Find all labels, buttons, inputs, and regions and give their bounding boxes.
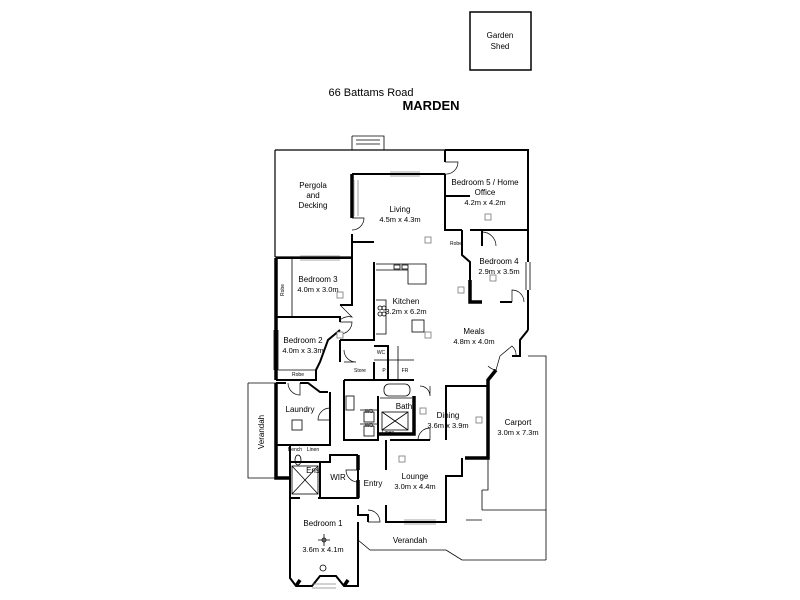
pergola-area — [274, 135, 445, 258]
bedroom3-dim: 4.0m x 3.0m — [297, 285, 338, 294]
bedroom2-label: Bedroom 2 — [283, 336, 323, 345]
dining-dim: 3.6m x 3.9m — [427, 421, 468, 430]
lounge-dim: 3.0m x 4.4m — [394, 482, 435, 491]
garden-shed-label-2: Shed — [491, 42, 510, 51]
ens-label: Ens — [306, 466, 320, 475]
garden-shed-label-1: Garden — [487, 31, 514, 40]
pantry-label: P — [382, 368, 386, 374]
windows — [300, 171, 436, 589]
entry-label: Entry — [364, 479, 383, 488]
living-label: Living — [390, 205, 411, 214]
street-address: 66 Battams Road — [329, 87, 414, 99]
carport-label: Carport — [505, 418, 532, 427]
wc-label: WC — [377, 350, 386, 356]
kitchen-fittings — [291, 263, 427, 495]
dining-label: Dining — [437, 411, 460, 420]
bedroom4-label: Bedroom 4 — [479, 257, 519, 266]
bedroom3-label: Bedroom 3 — [298, 275, 338, 284]
bench-label: Bench — [288, 447, 302, 453]
garden-shed: Garden Shed — [469, 11, 532, 71]
wir-label: WIR — [330, 473, 346, 482]
bedroom2-dim: 4.0m x 3.3m — [282, 346, 323, 355]
pergola-label-1: Pergola — [299, 181, 327, 190]
robe-b4-label: Robe — [450, 241, 462, 247]
bedroom1-label: Bedroom 1 — [303, 519, 343, 528]
store-label: Store — [354, 368, 366, 374]
bedroom4-dim: 2.9m x 3.5m — [478, 267, 519, 276]
bedroom5-label-1: Bedroom 5 / Home — [451, 178, 519, 187]
exterior-walls — [247, 149, 547, 587]
bedroom1-dim: 3.6m x 4.1m — [302, 545, 343, 554]
linen-bath-label: Linen — [382, 430, 394, 436]
verandah-side-label: Verandah — [257, 415, 266, 449]
doors — [287, 161, 525, 523]
meals-label: Meals — [463, 327, 484, 336]
laundry-label: Laundry — [286, 405, 315, 414]
lounge-label: Lounge — [402, 472, 429, 481]
room-labels: Pergola and Decking Living 4.5m x 4.3m B… — [257, 178, 539, 554]
meals-dim: 4.8m x 4.0m — [453, 337, 494, 346]
light-markers — [318, 213, 497, 572]
living-dim: 4.5m x 4.3m — [379, 215, 420, 224]
robe-b3-label: Robe — [280, 284, 286, 296]
pergola-label-3: Decking — [299, 201, 328, 210]
bath-label: Bath — [396, 402, 412, 411]
fridge-label: FR — [402, 368, 409, 374]
bedroom5-dim: 4.2m x 4.2m — [464, 198, 505, 207]
bedroom5-label-2: Office — [475, 188, 496, 197]
carport-dim: 3.0m x 7.3m — [497, 428, 538, 437]
wo-label-1: WO — [365, 409, 374, 415]
kitchen-dim: 3.2m x 6.2m — [385, 307, 426, 316]
kitchen-label: Kitchen — [393, 297, 420, 306]
suburb-name: MARDEN — [402, 98, 459, 113]
robe-b2-label: Robe — [292, 372, 304, 378]
pergola-label-2: and — [306, 191, 319, 200]
linen-laundry-label: Linen — [307, 447, 319, 453]
wo-label-2: WO — [365, 423, 374, 429]
verandah-front-label: Verandah — [393, 536, 427, 545]
